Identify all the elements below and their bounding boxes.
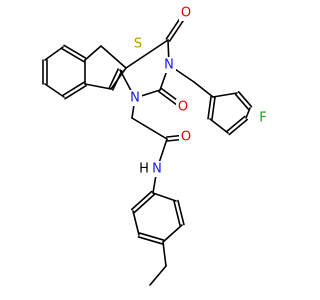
bond-double [61, 47, 85, 63]
atom-o-c4-carbonyl: O [181, 6, 191, 21]
bond-single [212, 92, 238, 98]
bond-double [228, 118, 249, 136]
bond-double [237, 90, 253, 108]
bond-single [125, 39, 169, 69]
bond-double [173, 200, 181, 227]
bond-single [162, 241, 167, 267]
bond-single [44, 83, 65, 98]
bond-double [63, 44, 87, 60]
bond-double [64, 84, 87, 100]
bond-single [132, 210, 140, 236]
bond-single [209, 118, 229, 134]
atom-s-thiophene: S [134, 37, 142, 52]
bond-single [149, 265, 167, 286]
bond-double [62, 81, 85, 97]
bond-double [225, 115, 246, 133]
bond-double [137, 236, 164, 245]
atom-n3: N [164, 58, 174, 73]
bond-double [234, 93, 250, 111]
bond-single [193, 81, 214, 98]
atom-n1: N [130, 91, 140, 106]
bond-double [177, 199, 185, 226]
bond-double [112, 70, 123, 91]
atom-labels: S O N N O O N H F [128, 5, 270, 177]
bond-single [152, 192, 177, 202]
molecule-structure-diagram: S O N N O O N H F [42, 5, 270, 286]
atom-h-amide: H [139, 162, 149, 177]
atom-f-fluoro: F [259, 111, 266, 126]
bond-lines [42, 11, 253, 286]
atom-o-c2-carbonyl: O [178, 100, 188, 115]
bond-double [211, 96, 216, 121]
bond-single [84, 83, 112, 90]
bond-double [108, 68, 119, 89]
bond-single [131, 117, 168, 140]
bond-double [138, 232, 165, 241]
bond-single [100, 45, 127, 69]
atom-n-amide: N [152, 162, 162, 177]
bond-single [245, 107, 251, 119]
atom-o-amide: O [181, 130, 191, 145]
bond-double [133, 193, 156, 214]
bond-single [84, 45, 102, 61]
bond-double [207, 95, 212, 120]
bond-single [162, 224, 183, 243]
bond-double [130, 190, 153, 211]
bond-single [44, 46, 64, 61]
